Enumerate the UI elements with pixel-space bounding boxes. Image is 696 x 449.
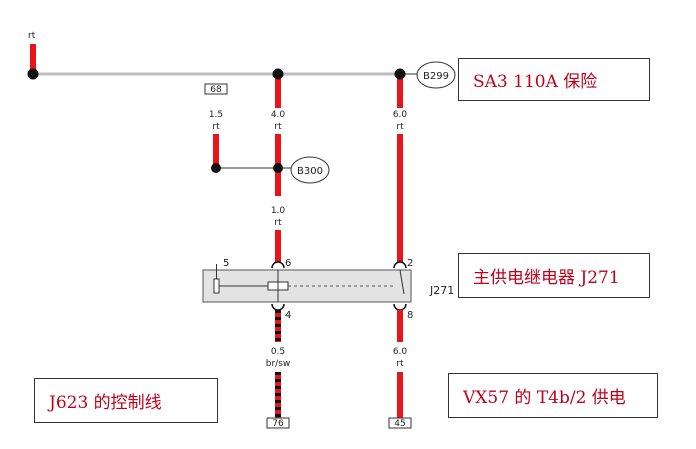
wire5-size: 0.5 <box>271 347 285 357</box>
connector-45-label: 45 <box>394 419 405 429</box>
wire3-color: rt <box>396 122 404 132</box>
b300-bubble <box>290 156 330 184</box>
connector-76-label: 76 <box>272 419 284 429</box>
b300-label: B300 <box>297 166 323 177</box>
wire2-color: rt <box>274 122 282 132</box>
relay-j271-label: J271 <box>430 284 455 297</box>
pin5-label: 5 <box>223 258 229 269</box>
b299-bubble <box>416 61 456 89</box>
wire1-size: 1.5 <box>209 110 223 120</box>
connector-68 <box>204 83 228 95</box>
splice-point-right <box>394 68 406 80</box>
splice-point-b300-left <box>211 163 221 173</box>
wire5-color: br/sw <box>266 359 291 369</box>
pin2-terminal-icon <box>393 261 407 269</box>
relay-switch-contact <box>399 269 405 295</box>
connector-68-label: 68 <box>210 85 222 95</box>
callout-relay: 主供电继电器 J271 <box>458 253 650 298</box>
wire4-color: rt <box>274 218 282 228</box>
wire4-size: 1.0 <box>271 206 286 216</box>
callout-supply: VX57 的 T4b/2 供电 <box>448 373 658 418</box>
wire6-color: rt <box>396 359 404 369</box>
pin6-terminal-icon <box>271 261 285 269</box>
top-wire-color-label: rt <box>28 31 36 41</box>
wire6-size: 6.0 <box>393 347 408 357</box>
wire1-color: rt <box>212 122 220 132</box>
pin4-terminal-icon <box>271 303 285 311</box>
splice-point-b300-right <box>273 163 283 173</box>
pin4-label: 4 <box>285 310 291 321</box>
relay-coil-resistor <box>213 278 220 294</box>
connector-76 <box>266 417 290 429</box>
connector-45 <box>388 417 412 429</box>
splice-point-mid <box>272 68 284 80</box>
splice-point-left <box>27 68 39 80</box>
wire3-size: 6.0 <box>393 110 408 120</box>
callout-fuse: SA3 110A 保险 <box>458 58 650 101</box>
pin6-label: 6 <box>285 258 291 269</box>
pin2-label: 2 <box>407 258 413 269</box>
callout-control-line: J623 的控制线 <box>34 378 218 423</box>
pin8-label: 8 <box>407 310 413 321</box>
pin8-terminal-icon <box>393 303 407 311</box>
b299-label: B299 <box>423 71 449 82</box>
wire2-size: 4.0 <box>271 110 286 120</box>
